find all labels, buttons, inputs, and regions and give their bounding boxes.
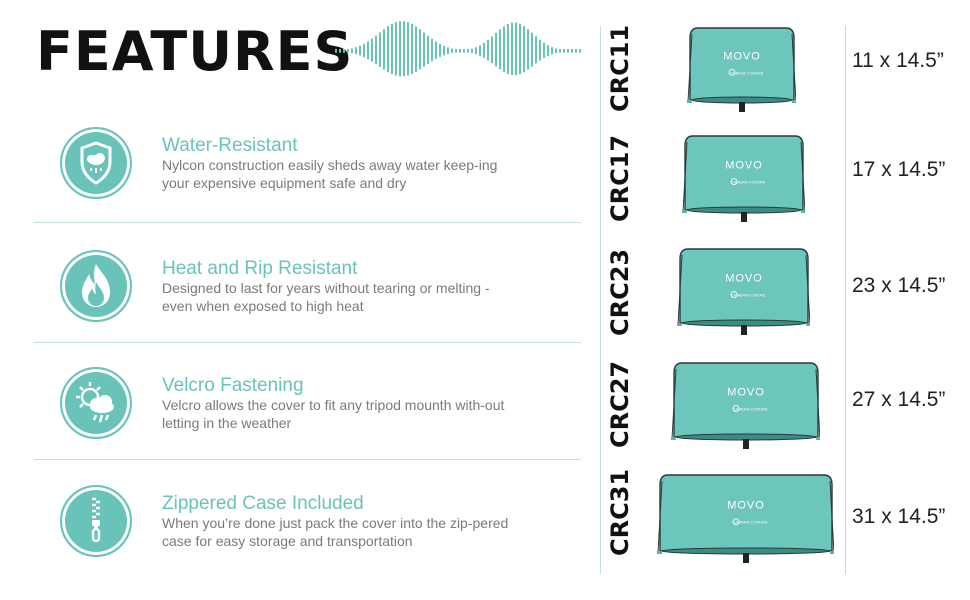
- divider: [34, 459, 581, 460]
- column-divider: [600, 26, 601, 574]
- cover-image-crc11: MOVO CAMERA COVERS: [686, 26, 797, 125]
- tripod-mount: [741, 212, 747, 222]
- feature-water-resistant: Water-Resistant Nylcon construction easi…: [0, 127, 585, 237]
- cord-lock: [830, 551, 835, 554]
- cover-sub-text: CAMERA COVERS: [733, 407, 768, 412]
- divider: [34, 342, 581, 343]
- model-code: CRC31: [606, 468, 634, 556]
- cover-image-crc31: MOVO CAMERA COVERS: [656, 473, 835, 576]
- cover-brand-text: MOVO: [725, 159, 763, 171]
- cover-string: [805, 254, 811, 326]
- cover-string: [671, 368, 677, 440]
- model-size: 31 x 14.5”: [852, 505, 946, 528]
- feature-description: Velcro allows the cover to fit any tripo…: [162, 397, 505, 431]
- cord-lock: [677, 323, 682, 326]
- cord-lock: [682, 210, 687, 213]
- feature-name: Heat and Rip Resistant: [162, 258, 358, 279]
- cover-body: [673, 362, 819, 438]
- page-title: FEATURES: [36, 20, 354, 83]
- feature-description: Nylcon construction easily sheds away wa…: [162, 157, 498, 191]
- cover-sub-text: CAMERA COVERS: [731, 293, 766, 298]
- cover-string: [657, 480, 663, 554]
- cover-sub-text: CAMERA COVERS: [733, 520, 768, 525]
- tripod-mount: [743, 553, 749, 563]
- cover-body: [679, 248, 809, 324]
- feature-heat-rip-resistant: Heat and Rip Resistant Designed to last …: [0, 250, 585, 360]
- cord-lock: [687, 100, 692, 103]
- model-code: CRC27: [606, 360, 634, 448]
- cord-lock: [801, 210, 806, 213]
- cover-logo-icon: [730, 178, 738, 185]
- tripod-mount: [741, 325, 747, 335]
- feature-description: When you’re done just pack the cover int…: [162, 515, 509, 549]
- cover-body: [689, 27, 795, 101]
- cover-string: [682, 141, 688, 213]
- cover-string: [829, 480, 835, 554]
- cover-image-crc17: MOVO CAMERA COVERS: [681, 134, 806, 235]
- shield-rain-icon: [60, 127, 132, 199]
- column-divider: [845, 26, 846, 574]
- feature-velcro-fastening: Velcro Fastening Velcro allows the cover…: [0, 367, 585, 477]
- cover-sub-text: CAMERA COVERS: [729, 70, 764, 75]
- feature-zippered-case: Zippered Case Included When you’re done …: [0, 485, 585, 595]
- cord-lock: [806, 323, 811, 326]
- cover-string: [687, 33, 693, 103]
- feature-description: Designed to last for years without teari…: [162, 280, 490, 314]
- model-size: 27 x 14.5”: [852, 388, 946, 411]
- tripod-mount: [739, 102, 745, 112]
- flame-icon: [60, 250, 132, 322]
- cover-sub-text: CAMERA COVERS: [731, 180, 766, 185]
- cover-logo-icon: [730, 291, 738, 298]
- sound-wave-graphic: [335, 21, 581, 77]
- divider: [34, 222, 581, 223]
- model-code: CRC11: [606, 24, 634, 112]
- cover-brand-text: MOVO: [723, 51, 761, 63]
- cover-image-crc27: MOVO CAMERA COVERS: [670, 361, 821, 462]
- cover-brand-text: MOVO: [727, 386, 765, 398]
- sun-cloud-rain-icon: [60, 367, 132, 439]
- cover-string: [800, 141, 806, 213]
- model-size: 17 x 14.5”: [852, 158, 946, 181]
- cover-string: [791, 33, 797, 103]
- cord-lock: [671, 437, 676, 440]
- cover-body: [684, 135, 804, 211]
- tripod-mount: [743, 439, 749, 449]
- model-code: CRC17: [606, 134, 634, 222]
- cord-lock: [792, 100, 797, 103]
- cover-image-crc23: MOVO CAMERA COVERS: [676, 247, 811, 348]
- feature-name: Velcro Fastening: [162, 375, 304, 396]
- cover-brand-text: MOVO: [727, 499, 765, 511]
- cord-lock: [816, 437, 821, 440]
- cover-logo-icon: [732, 405, 740, 412]
- cord-lock: [657, 551, 662, 554]
- cover-body: [659, 474, 833, 552]
- model-code: CRC23: [606, 248, 634, 336]
- cover-logo-icon: [728, 69, 736, 76]
- model-size: 11 x 14.5”: [852, 49, 944, 72]
- model-size: 23 x 14.5”: [852, 274, 946, 297]
- feature-name: Zippered Case Included: [162, 493, 364, 514]
- zipper-icon: [60, 485, 132, 557]
- feature-name: Water-Resistant: [162, 135, 298, 156]
- cover-string: [815, 368, 821, 440]
- cover-brand-text: MOVO: [725, 272, 763, 284]
- cover-logo-icon: [732, 518, 740, 526]
- cover-string: [677, 254, 683, 326]
